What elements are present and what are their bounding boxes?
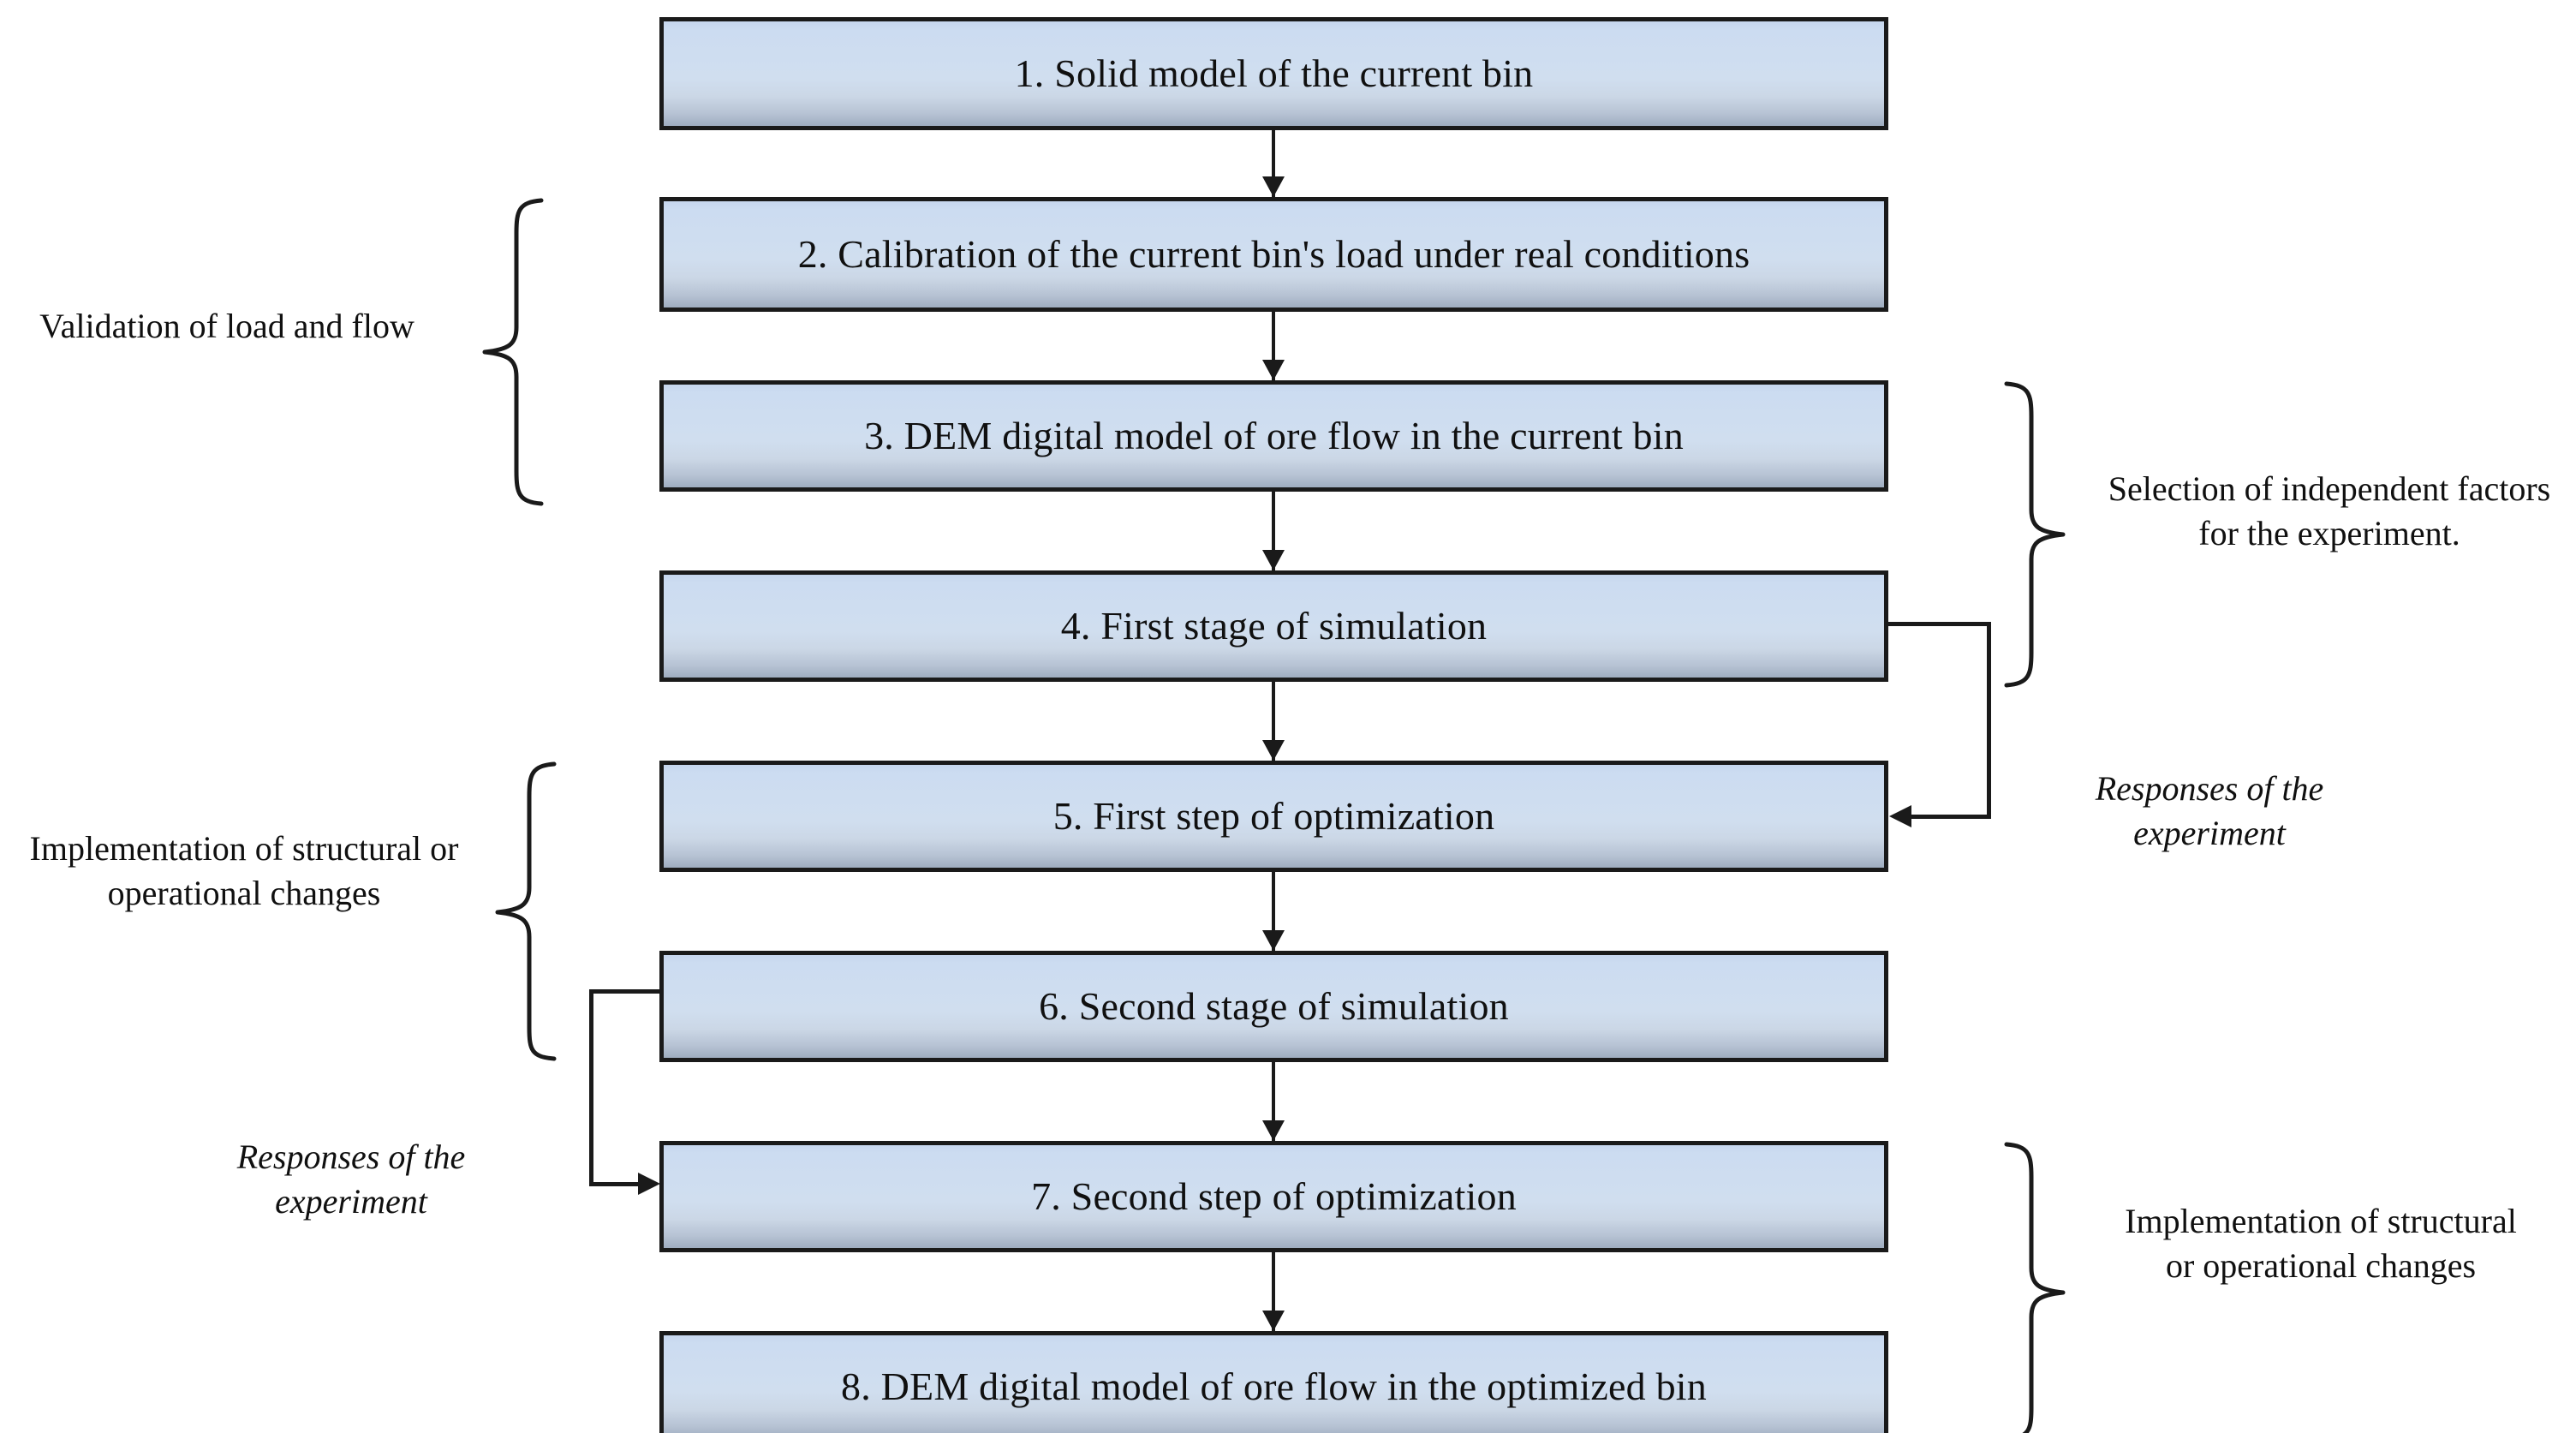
brace-implementation-right	[2000, 1141, 2068, 1433]
connector-6-7-arrowhead	[1262, 1120, 1285, 1141]
process-node-3[interactable]: 3. DEM digital model of ore flow in the …	[659, 380, 1888, 492]
process-node-2[interactable]: 2. Calibration of the current bin's load…	[659, 197, 1888, 312]
selection-label: Selection of independent factors for the…	[2098, 467, 2561, 556]
validation-label: Validation of load and flow	[17, 304, 437, 349]
process-node-7-label: 7. Second step of optimization	[1031, 1173, 1517, 1218]
process-node-2-label: 2. Calibration of the current bin's load…	[797, 231, 1750, 276]
connector-5-6-arrowhead	[1262, 930, 1285, 951]
responses-right-label-text: Responses of the experiment	[2095, 769, 2324, 852]
connector-1-2-arrowhead	[1262, 176, 1285, 197]
feedback-6-7-arrowhead	[638, 1173, 660, 1195]
connector-3-4-arrowhead	[1262, 550, 1285, 570]
connector-6-7-line	[1272, 1062, 1275, 1141]
feedback-4-5-vertical-segment	[1987, 622, 1991, 819]
process-node-5-label: 5. First step of optimization	[1052, 793, 1495, 838]
feedback-6-7-vertical-segment	[589, 989, 593, 1186]
responses-left-label-text: Responses of the experiment	[236, 1137, 466, 1221]
process-node-6-label: 6. Second stage of simulation	[1039, 983, 1509, 1028]
feedback-6-7-bottom-segment	[589, 1182, 642, 1186]
process-node-4-label: 4. First stage of simulation	[1060, 603, 1488, 648]
implementation-left-label-text: Implementation of structural or operatio…	[29, 829, 459, 912]
responses-right-label: Responses of the experiment	[2030, 767, 2389, 856]
feedback-4-5-top-segment	[1888, 622, 1991, 626]
validation-label-text: Validation of load and flow	[39, 307, 414, 345]
process-node-8-label: 8. DEM digital model of ore flow in the …	[841, 1364, 1707, 1408]
process-node-1[interactable]: 1. Solid model of the current bin	[659, 17, 1888, 130]
brace-implementation-left	[492, 761, 561, 1062]
feedback-6-7-top-segment	[589, 989, 664, 994]
process-node-8[interactable]: 8. DEM digital model of ore flow in the …	[659, 1331, 1888, 1433]
connector-2-3-arrowhead	[1262, 360, 1285, 380]
brace-validation	[480, 197, 548, 507]
connector-1-2-line	[1272, 130, 1275, 197]
connector-7-8-arrowhead	[1262, 1311, 1285, 1331]
implementation-left-label: Implementation of structural or operatio…	[17, 827, 471, 916]
implementation-right-label: Implementation of structural or operatio…	[2107, 1199, 2535, 1288]
process-node-6[interactable]: 6. Second stage of simulation	[659, 951, 1888, 1062]
selection-label-text: Selection of independent factors for the…	[2108, 469, 2551, 552]
connector-5-6-line	[1272, 872, 1275, 951]
brace-selection	[2000, 380, 2068, 689]
process-node-5[interactable]: 5. First step of optimization	[659, 761, 1888, 872]
connector-4-5-arrowhead	[1262, 740, 1285, 761]
process-node-7[interactable]: 7. Second step of optimization	[659, 1141, 1888, 1252]
connector-2-3-line	[1272, 312, 1275, 380]
connector-4-5-line	[1272, 682, 1275, 761]
feedback-4-5-bottom-segment	[1910, 815, 1989, 819]
feedback-4-5-arrowhead	[1889, 805, 1911, 827]
process-node-3-label: 3. DEM digital model of ore flow in the …	[864, 413, 1684, 457]
process-node-4[interactable]: 4. First stage of simulation	[659, 570, 1888, 682]
process-node-1-label: 1. Solid model of the current bin	[1014, 51, 1534, 95]
connector-3-4-line	[1272, 492, 1275, 570]
connector-7-8-line	[1272, 1252, 1275, 1331]
implementation-right-label-text: Implementation of structural or operatio…	[2125, 1202, 2517, 1285]
responses-left-label: Responses of the experiment	[171, 1135, 531, 1224]
